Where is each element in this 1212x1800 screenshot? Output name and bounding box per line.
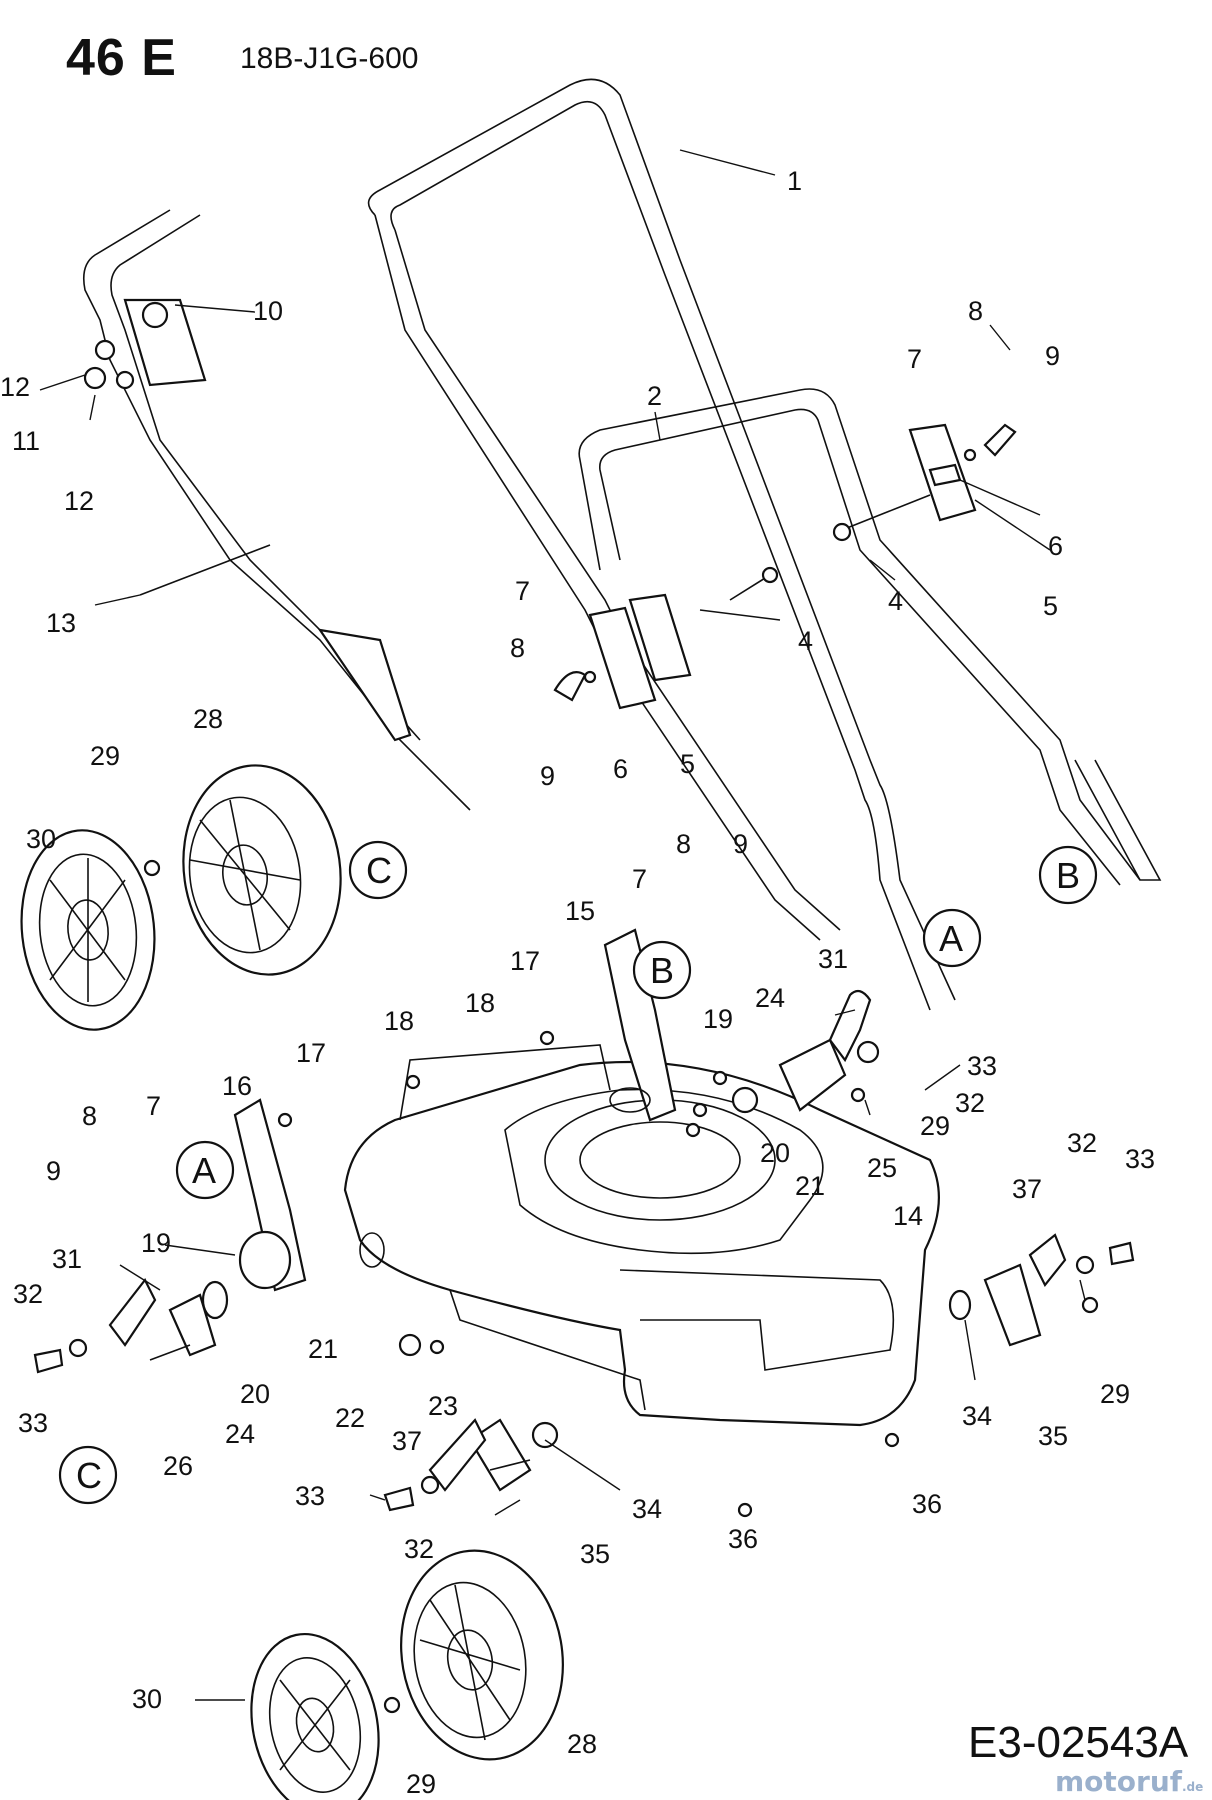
- front-axle-lever-left: [33, 1277, 229, 1374]
- cable-handle-side-view: [82, 209, 471, 811]
- part-label-30: 30: [26, 824, 56, 854]
- mower-deck: [343, 1044, 940, 1427]
- part-label-5b: 5: [680, 749, 695, 779]
- part-label-32d: 32: [404, 1534, 434, 1564]
- part-label-10: 10: [253, 296, 283, 326]
- part-label-29d: 29: [406, 1769, 436, 1799]
- part-label-17b: 17: [296, 1038, 326, 1068]
- handle-clamp-right: [832, 423, 1017, 542]
- part-number-labels: 1 2 4 4 5 5 6 6 7 7 7 7 8 8 8 8 9 9 9 9 …: [0, 166, 1155, 1799]
- part-label-33d: 33: [295, 1481, 325, 1511]
- part-label-21b: 21: [308, 1334, 338, 1364]
- part-label-36b: 36: [728, 1524, 758, 1554]
- part-label-9c: 9: [733, 829, 748, 859]
- part-label-24: 24: [755, 983, 785, 1013]
- part-label-37: 37: [1012, 1174, 1042, 1204]
- part-label-31b: 31: [52, 1244, 82, 1274]
- part-label-16: 16: [222, 1071, 252, 1101]
- part-label-33c: 33: [18, 1408, 48, 1438]
- part-label-28b: 28: [567, 1729, 597, 1759]
- part-label-8: 8: [968, 296, 983, 326]
- part-label-19b: 19: [141, 1228, 171, 1258]
- part-label-29c: 29: [1100, 1379, 1130, 1409]
- part-label-14: 14: [893, 1201, 923, 1231]
- part-label-20: 20: [760, 1138, 790, 1168]
- part-label-33b: 33: [1125, 1144, 1155, 1174]
- part-label-28: 28: [193, 704, 223, 734]
- leader-lines: [39, 149, 1086, 1701]
- fasteners: [277, 1030, 900, 1518]
- part-label-9d: 9: [46, 1156, 61, 1186]
- part-label-35b: 35: [580, 1539, 610, 1569]
- front-axle-lever-center: [383, 1418, 559, 1512]
- rear-axle-lever-right: [731, 989, 880, 1114]
- rear-axle-lever-far-right: [948, 1233, 1135, 1347]
- model-code: 18B-J1G-600: [240, 42, 419, 75]
- part-label-32c: 32: [13, 1279, 43, 1309]
- reference-marker-a2: A: [192, 1150, 216, 1191]
- part-label-18b: 18: [465, 988, 495, 1018]
- part-label-9b: 9: [540, 761, 555, 791]
- part-label-17: 17: [510, 946, 540, 976]
- part-label-33: 33: [967, 1051, 997, 1081]
- part-label-34: 34: [962, 1401, 992, 1431]
- part-label-5: 5: [1043, 591, 1058, 621]
- part-label-4b: 4: [798, 626, 813, 656]
- part-label-13: 13: [46, 608, 76, 638]
- part-label-7: 7: [907, 344, 922, 374]
- part-label-4: 4: [888, 586, 903, 616]
- part-label-19: 19: [703, 1004, 733, 1034]
- part-label-18: 18: [384, 1006, 414, 1036]
- part-label-37b: 37: [392, 1426, 422, 1456]
- part-label-25: 25: [867, 1153, 897, 1183]
- part-label-15: 15: [565, 896, 595, 926]
- reference-markers: C B A B A C: [58, 840, 1098, 1505]
- part-label-36: 36: [912, 1489, 942, 1519]
- model-title: 46 E: [66, 29, 177, 87]
- part-label-9: 9: [1045, 341, 1060, 371]
- part-label-7b: 7: [515, 576, 530, 606]
- part-label-32: 32: [955, 1088, 985, 1118]
- part-label-22: 22: [335, 1403, 365, 1433]
- drawing-number: E3-02543A: [968, 1718, 1189, 1767]
- handle-clamp-left: [553, 566, 779, 710]
- part-label-24b: 24: [225, 1419, 255, 1449]
- part-label-23: 23: [428, 1391, 458, 1421]
- part-label-7c: 7: [632, 864, 647, 894]
- reference-marker-a: A: [939, 918, 963, 959]
- part-label-32b: 32: [1067, 1128, 1097, 1158]
- watermark-logo: motoruf.de: [1055, 1765, 1204, 1798]
- front-wheel-assembly: [250, 1549, 564, 1800]
- part-label-21: 21: [795, 1171, 825, 1201]
- part-label-29b: 29: [920, 1111, 950, 1141]
- part-label-6: 6: [1048, 531, 1063, 561]
- part-label-6b: 6: [613, 754, 628, 784]
- part-label-34b: 34: [632, 1494, 662, 1524]
- part-label-8d: 8: [82, 1101, 97, 1131]
- reference-marker-c: C: [366, 850, 392, 891]
- part-label-30b: 30: [132, 1684, 162, 1714]
- part-label-11: 11: [12, 426, 40, 456]
- part-label-8b: 8: [510, 633, 525, 663]
- part-label-8c: 8: [676, 829, 691, 859]
- part-label-1: 1: [787, 166, 802, 196]
- height-adjust-bracket-front: [233, 1098, 307, 1292]
- lower-handle: [578, 388, 1141, 886]
- part-label-20b: 20: [240, 1379, 270, 1409]
- reference-marker-c2: C: [76, 1455, 102, 1496]
- reference-marker-b: B: [1056, 855, 1080, 896]
- part-label-7d: 7: [146, 1091, 161, 1121]
- part-label-29: 29: [90, 741, 120, 771]
- part-label-26: 26: [163, 1451, 193, 1481]
- part-label-2: 2: [647, 381, 662, 411]
- part-label-12: 12: [0, 372, 30, 402]
- reference-marker-b2: B: [650, 950, 674, 991]
- part-label-12b: 12: [64, 486, 94, 516]
- rear-wheel-assembly: [20, 764, 342, 1031]
- part-label-31: 31: [818, 944, 848, 974]
- part-label-35: 35: [1038, 1421, 1068, 1451]
- height-adjust-bracket-rear: [603, 928, 677, 1122]
